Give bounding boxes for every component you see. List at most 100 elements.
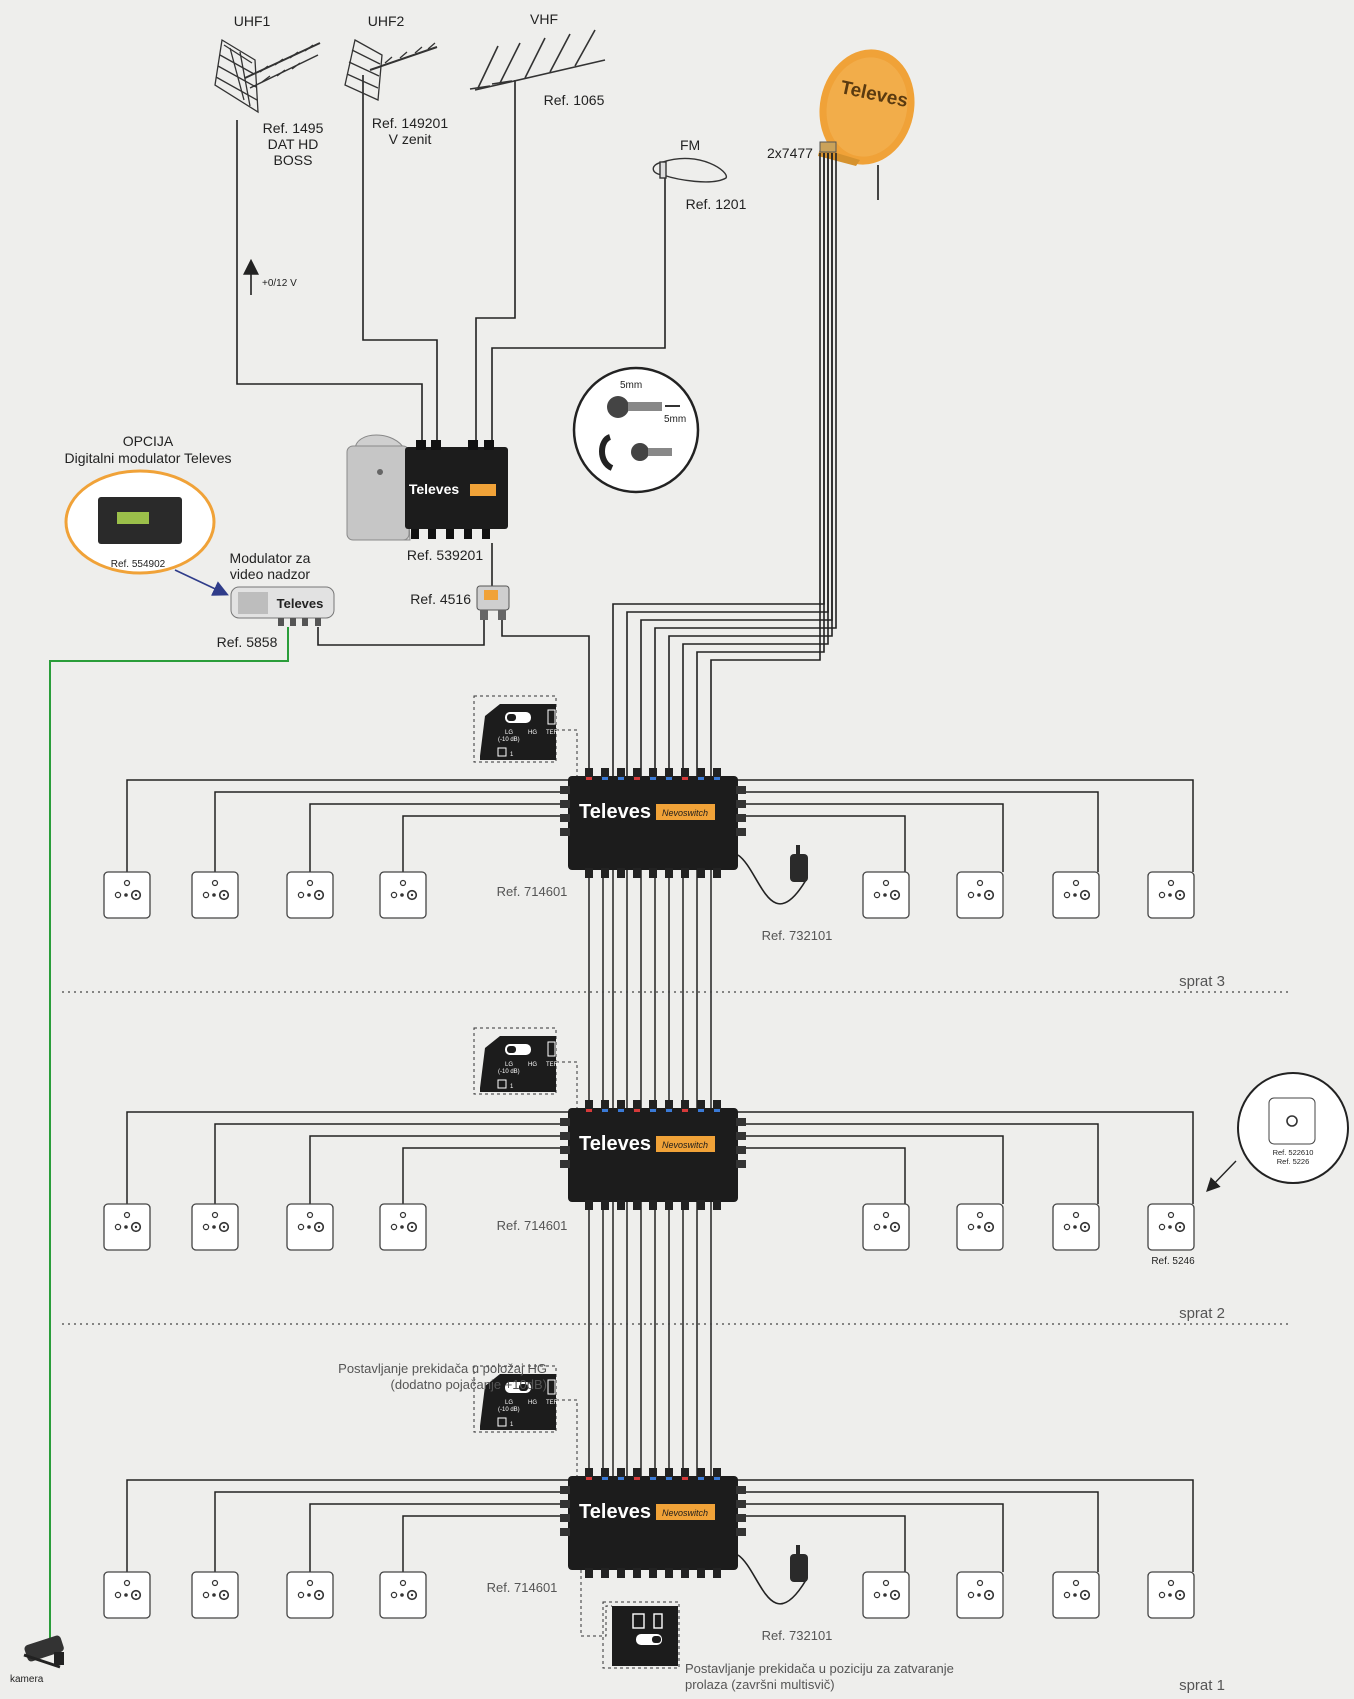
socket-ref-a: Ref. 522610 (1273, 1148, 1314, 1157)
amplifier: Televes (346, 434, 508, 541)
splitter-ref: Ref. 4516 (410, 591, 471, 607)
uhf1-ref: Ref. 1495 (263, 120, 324, 136)
switch-lg: LG (505, 1400, 513, 1406)
satellite-dish: Televes 2x7477 (767, 49, 915, 200)
amplifier-brand: Televes (409, 481, 460, 497)
multiswitch-badge: Nevoswitch (662, 808, 708, 818)
fm-antenna (652, 157, 727, 183)
term-note-2: prolaza (završni multisvič) (685, 1677, 835, 1692)
camera-icon (23, 1635, 64, 1669)
switch-lg2: (-10 dB) (498, 1069, 520, 1075)
tv-socket (286, 871, 334, 919)
option-subtitle: Digitalni modulator Televes (64, 450, 231, 466)
modulator-brand: Televes (277, 596, 324, 611)
tv-socket (1052, 1203, 1100, 1251)
connector-dim-2: 5mm (664, 414, 686, 425)
uhf1-antenna (214, 38, 321, 114)
switch-ter: TER (546, 1400, 559, 1406)
multiswitch: Televes Nevoswitch (560, 768, 746, 878)
uhf2-model: V zenit (389, 131, 432, 147)
multiswitch-brand: Televes (579, 1133, 651, 1155)
switch-lg: LG (505, 730, 513, 736)
tv-socket (956, 871, 1004, 919)
amplifier-ref: Ref. 539201 (407, 547, 483, 563)
multiswitch-badge: Nevoswitch (662, 1508, 708, 1518)
tv-socket (103, 871, 151, 919)
multiswitch-brand: Televes (579, 801, 651, 823)
hg-note-2: (dodatno pojačanje +10dB) (391, 1377, 547, 1392)
switch-ter: TER (546, 1062, 559, 1068)
switch-hg: HG (528, 1400, 537, 1406)
tv-socket (1147, 1571, 1195, 1619)
satellite-cables (612, 153, 837, 780)
connector-dim-1: 5mm (620, 380, 642, 391)
tv-socket (956, 1203, 1004, 1251)
switch-lg2: (-10 dB) (498, 737, 520, 743)
multiswitch-badge: Nevoswitch (662, 1140, 708, 1150)
socket-ref-b: Ref. 5226 (1277, 1157, 1310, 1166)
video-modulator: Televes (230, 586, 335, 626)
tv-socket (103, 1571, 151, 1619)
tv-socket (286, 1571, 334, 1619)
switch-one: 1 (510, 752, 514, 758)
tv-socket (191, 871, 239, 919)
vhf-name: VHF (530, 11, 558, 27)
uhf1-model-1: DAT HD (268, 136, 319, 152)
tv-socket (379, 1203, 427, 1251)
power-supply (737, 1545, 808, 1605)
option-modulator (64, 469, 216, 575)
hg-note-1: Postavljanje prekidača u položaj HG (338, 1361, 547, 1376)
multiswitch-brand: Televes (579, 1501, 651, 1523)
switch-ter: TER (546, 730, 559, 736)
multiswitch: Televes Nevoswitch (560, 1468, 746, 1578)
power-supply-ref: Ref. 732101 (762, 928, 833, 943)
tv-socket (1052, 1571, 1100, 1619)
tv-socket (379, 871, 427, 919)
tv-socket (1147, 871, 1195, 919)
modulator-label-2: video nadzor (230, 566, 311, 582)
outlet-ref: Ref. 5246 (1151, 1256, 1195, 1267)
tv-socket (956, 1571, 1004, 1619)
power-supply (737, 845, 808, 905)
tv-socket (103, 1203, 151, 1251)
power-note: +0/12 V (262, 278, 297, 289)
floor-label: sprat 2 (1179, 1305, 1225, 1322)
splitter (476, 585, 510, 620)
tv-socket (1052, 871, 1100, 919)
option-ref: Ref. 554902 (111, 559, 166, 570)
gain-switch-detail: LG(-10 dB) HG TER 1 (473, 1365, 578, 1476)
socket-detail: Ref. 522610 Ref. 5226 (1237, 1072, 1349, 1184)
term-note-1: Postavljanje prekidača u poziciju za zat… (685, 1661, 954, 1676)
multiswitch-ref: Ref. 714601 (497, 1218, 568, 1233)
vhf-ref: Ref. 1065 (544, 92, 605, 108)
uhf2-antenna (344, 39, 438, 101)
switch-one: 1 (510, 1422, 514, 1428)
camera-label: kamera (10, 1674, 44, 1685)
tv-socket (862, 1571, 910, 1619)
floor-label: sprat 1 (1179, 1677, 1225, 1694)
multiswitch-ref: Ref. 714601 (497, 884, 568, 899)
modulator-label-1: Modulator za (230, 550, 311, 566)
switch-lg: LG (505, 1062, 513, 1068)
switch-lg2: (-10 dB) (498, 1407, 520, 1413)
multiswitch: Televes Nevoswitch (560, 1100, 746, 1210)
tv-socket (191, 1571, 239, 1619)
tv-socket (286, 1203, 334, 1251)
video-line (49, 627, 289, 1650)
fm-name: FM (680, 137, 700, 153)
connector-detail: 5mm 5mm (572, 366, 700, 494)
lnb-label: 2x7477 (767, 145, 813, 161)
fm-ref: Ref. 1201 (686, 196, 747, 212)
option-title: OPCIJA (123, 433, 174, 449)
uhf2-ref: Ref. 149201 (372, 115, 448, 131)
switch-hg: HG (528, 1062, 537, 1068)
uhf2-name: UHF2 (368, 13, 405, 29)
